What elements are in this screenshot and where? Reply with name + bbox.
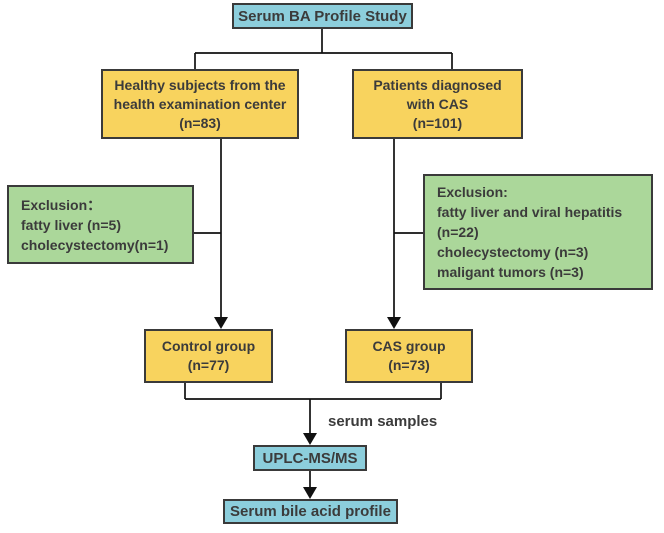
node-uplc-msms: UPLC-MS/MS xyxy=(253,445,367,471)
node-line: fatty liver and viral hepatitis xyxy=(437,204,623,220)
node-line: with CAS xyxy=(406,95,469,112)
node-line: Exclusion： xyxy=(21,196,102,213)
node-control-group: Control group (n=77) xyxy=(144,329,273,383)
node-line: health examination center xyxy=(113,95,287,112)
node-line: Healthy subjects from the xyxy=(114,76,286,93)
arrowhead-profile xyxy=(303,487,317,499)
node-cas-group: CAS group (n=73) xyxy=(345,329,473,383)
node-line: (n=22) xyxy=(437,224,479,240)
node-line: Serum bile acid profile xyxy=(230,503,391,520)
node-line: (n=77) xyxy=(187,357,230,373)
node-line: Patients diagnosed xyxy=(373,76,502,93)
arrowhead-uplc xyxy=(303,433,317,445)
node-title: Serum BA Profile Study xyxy=(232,3,413,29)
arrowhead-control xyxy=(214,317,228,329)
node-serum-bile-acid-profile: Serum bile acid profile xyxy=(223,499,398,524)
node-exclusion-healthy: Exclusion： fatty liver (n=5) cholecystec… xyxy=(7,185,194,264)
edge-title-branch xyxy=(194,28,453,69)
node-exclusion-cas: Exclusion: fatty liver and viral hepatit… xyxy=(423,174,653,290)
edge-merge-bracket xyxy=(184,383,442,434)
node-line: (n=73) xyxy=(388,357,430,373)
node-line: Exclusion: xyxy=(437,184,508,200)
node-line: (n=83) xyxy=(179,114,221,131)
node-line: cholecystectomy(n=1) xyxy=(21,236,169,253)
label-serum-samples: serum samples xyxy=(328,413,438,430)
node-line: UPLC-MS/MS xyxy=(262,449,358,467)
arrowhead-cas xyxy=(387,317,401,329)
node-title-text: Serum BA Profile Study xyxy=(238,7,407,25)
node-healthy-subjects: Healthy subjects from the health examina… xyxy=(101,69,299,139)
node-line: Control group xyxy=(161,338,256,354)
node-line: maligant tumors (n=3) xyxy=(437,264,584,280)
node-line: fatty liver (n=5) xyxy=(21,216,121,233)
node-patients-cas: Patients diagnosed with CAS (n=101) xyxy=(352,69,523,139)
node-line: CAS group xyxy=(372,338,446,354)
node-line: cholecystectomy (n=3) xyxy=(437,244,589,260)
node-line: (n=101) xyxy=(412,114,463,131)
